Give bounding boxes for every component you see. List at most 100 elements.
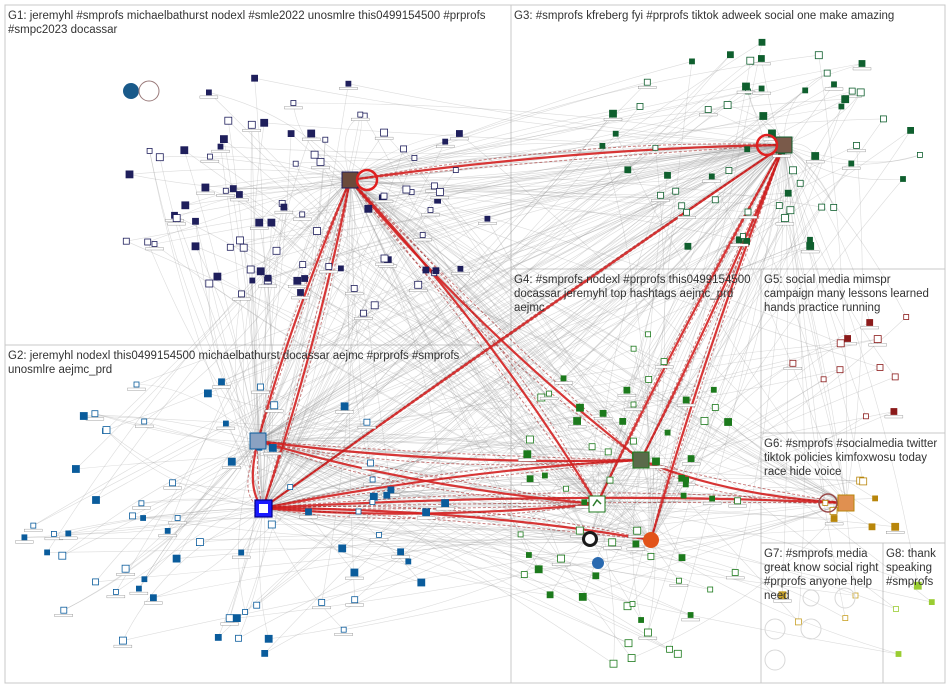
graph-node[interactable] bbox=[60, 606, 68, 614]
graph-node[interactable] bbox=[823, 69, 831, 77]
graph-node[interactable] bbox=[318, 599, 326, 606]
graph-node[interactable] bbox=[383, 491, 391, 499]
graph-node[interactable] bbox=[316, 157, 325, 166]
graph-node[interactable] bbox=[858, 60, 866, 67]
graph-node[interactable] bbox=[820, 376, 827, 383]
graph-node[interactable] bbox=[484, 215, 491, 222]
graph-node[interactable] bbox=[135, 585, 142, 592]
graph-node[interactable] bbox=[227, 457, 236, 466]
graph-node[interactable] bbox=[520, 571, 528, 578]
graph-node[interactable] bbox=[214, 634, 222, 641]
graph-node[interactable] bbox=[609, 109, 617, 118]
graph-node[interactable] bbox=[666, 645, 673, 653]
graph-node[interactable] bbox=[441, 499, 450, 508]
graph-node[interactable] bbox=[859, 477, 868, 486]
graph-node[interactable] bbox=[369, 499, 376, 506]
graph-node[interactable] bbox=[452, 167, 459, 174]
graph-node[interactable] bbox=[305, 508, 312, 516]
graph-node[interactable] bbox=[129, 512, 136, 520]
graph-node[interactable] bbox=[687, 612, 694, 618]
hub-node-kfreberg[interactable] bbox=[755, 133, 793, 157]
graph-node[interactable] bbox=[325, 263, 333, 270]
graph-node[interactable] bbox=[913, 581, 922, 590]
graph-node[interactable] bbox=[735, 236, 743, 244]
graph-node[interactable] bbox=[700, 416, 709, 425]
graph-node[interactable] bbox=[201, 183, 210, 192]
graph-node[interactable] bbox=[866, 319, 874, 326]
graph-node[interactable] bbox=[900, 176, 906, 182]
graph-node[interactable] bbox=[44, 549, 50, 556]
graph-node[interactable] bbox=[172, 214, 181, 223]
graph-node[interactable] bbox=[517, 531, 524, 538]
graph-node[interactable] bbox=[140, 515, 147, 521]
graph-node[interactable] bbox=[149, 594, 157, 602]
graph-node[interactable] bbox=[724, 418, 732, 426]
graph-node[interactable] bbox=[225, 614, 234, 623]
graph-node[interactable] bbox=[290, 100, 297, 106]
graph-node[interactable] bbox=[731, 569, 739, 576]
graph-node[interactable] bbox=[644, 628, 652, 637]
graph-node[interactable] bbox=[267, 218, 276, 227]
hub-node-docassar[interactable] bbox=[632, 451, 650, 469]
graph-node[interactable] bbox=[876, 364, 884, 371]
graph-node[interactable] bbox=[65, 530, 72, 537]
graph-node[interactable] bbox=[340, 402, 349, 411]
graph-node[interactable] bbox=[141, 418, 148, 425]
graph-node[interactable] bbox=[624, 639, 633, 648]
graph-node[interactable] bbox=[856, 88, 865, 97]
graph-node[interactable] bbox=[903, 314, 910, 320]
graph-node[interactable] bbox=[261, 650, 269, 657]
graph-node[interactable] bbox=[673, 649, 682, 658]
graph-node[interactable] bbox=[272, 246, 281, 255]
graph-node[interactable] bbox=[30, 522, 37, 529]
graph-node[interactable] bbox=[422, 266, 430, 274]
graph-node[interactable] bbox=[632, 540, 640, 548]
graph-node[interactable] bbox=[313, 227, 321, 235]
graph-node[interactable] bbox=[534, 565, 543, 574]
graph-node[interactable] bbox=[376, 532, 382, 538]
graph-node[interactable] bbox=[205, 89, 212, 96]
graph-node[interactable] bbox=[526, 475, 534, 483]
graph-node[interactable] bbox=[806, 242, 815, 250]
graph-node[interactable] bbox=[630, 345, 637, 352]
graph-node[interactable] bbox=[364, 204, 373, 213]
graph-node[interactable] bbox=[427, 207, 434, 213]
graph-node[interactable] bbox=[682, 396, 690, 404]
graph-node[interactable] bbox=[645, 331, 651, 338]
graph-node[interactable] bbox=[58, 551, 67, 560]
graph-node[interactable] bbox=[229, 185, 237, 193]
graph-node[interactable] bbox=[51, 531, 57, 537]
graph-node[interactable] bbox=[232, 614, 241, 622]
graph-node[interactable] bbox=[742, 82, 750, 91]
graph-node[interactable] bbox=[612, 130, 619, 137]
graph-node[interactable] bbox=[251, 74, 259, 82]
graph-node[interactable] bbox=[807, 236, 813, 243]
graph-node[interactable] bbox=[831, 81, 837, 88]
graph-node[interactable] bbox=[758, 55, 765, 62]
graph-node[interactable] bbox=[164, 528, 171, 534]
graph-node[interactable] bbox=[609, 659, 618, 668]
hub-node-aejmc[interactable] bbox=[582, 531, 598, 547]
graph-node[interactable] bbox=[723, 101, 732, 109]
graph-node[interactable] bbox=[299, 261, 307, 269]
graph-node[interactable] bbox=[72, 465, 80, 473]
graph-node[interactable] bbox=[253, 601, 261, 609]
graph-node[interactable] bbox=[778, 591, 787, 600]
graph-node[interactable] bbox=[581, 499, 588, 506]
graph-node[interactable] bbox=[811, 152, 820, 160]
graph-node[interactable] bbox=[264, 634, 273, 643]
graph-node[interactable] bbox=[457, 265, 464, 272]
graph-node[interactable] bbox=[643, 78, 651, 86]
graph-node[interactable] bbox=[880, 115, 887, 123]
graph-node[interactable] bbox=[672, 187, 680, 195]
graph-node[interactable] bbox=[172, 554, 181, 563]
graph-node[interactable] bbox=[236, 236, 244, 245]
graph-node[interactable] bbox=[838, 103, 845, 110]
graph-node[interactable] bbox=[868, 523, 876, 531]
graph-node[interactable] bbox=[249, 277, 256, 284]
graph-node[interactable] bbox=[432, 267, 440, 275]
graph-node[interactable] bbox=[91, 410, 99, 418]
graph-node[interactable] bbox=[657, 191, 664, 199]
graph-node[interactable] bbox=[235, 634, 242, 642]
graph-node[interactable] bbox=[121, 564, 130, 573]
